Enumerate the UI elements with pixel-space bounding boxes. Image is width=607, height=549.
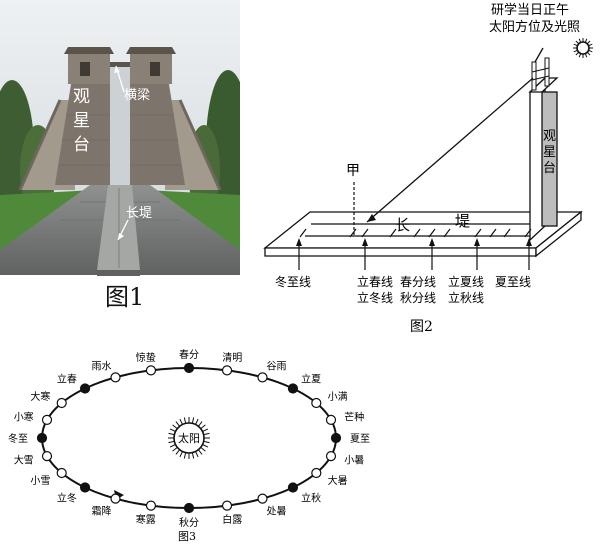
gnomon-diagram: 研学当日正午 太阳方位及光照 观 星 台 甲 长 堤	[263, 2, 593, 335]
term-label: 立春	[57, 373, 77, 386]
sun-note-line-2: 太阳方位及光照	[489, 19, 580, 35]
term-marker	[311, 467, 322, 479]
term-label: 清明	[222, 351, 242, 364]
line-label-3-b: 秋分线	[400, 291, 436, 305]
term-label: 立冬	[57, 491, 77, 504]
figure-2-caption: 图2	[410, 319, 433, 335]
term-marker	[56, 397, 67, 409]
dike-slab-side	[535, 210, 582, 258]
term-label: 寒露	[136, 513, 156, 526]
term-label: 谷雨	[267, 360, 287, 372]
tower-label-2-char-3: 台	[543, 161, 556, 176]
term-marker	[79, 482, 91, 493]
term-label: 大寒	[30, 390, 50, 403]
term-label: 惊蛰	[136, 351, 156, 364]
term-marker	[56, 467, 67, 479]
line-label-2-b: 立冬线	[357, 290, 393, 305]
figure-3: 太阳 春分 惊蛰雨水立春大寒小寒冬至大雪小雪立冬霜降寒露 秋分 白露 处暑 立秋大暑 小暑 夏…	[0, 340, 400, 545]
term-label: 大暑	[328, 474, 348, 487]
jia-label: 甲	[346, 163, 360, 179]
tower-front	[541, 91, 558, 227]
term-marker	[325, 414, 337, 425]
line-label-3: 春分线	[400, 275, 436, 289]
term-marker	[287, 383, 299, 394]
term-label: 夏至	[350, 433, 370, 445]
term-label: 立夏	[301, 373, 321, 386]
term-marker	[79, 383, 91, 394]
beam	[110, 62, 130, 67]
dike-label-2: 堤	[455, 212, 470, 230]
term-marker	[145, 500, 157, 511]
term-label: 小寒	[14, 410, 34, 423]
sun-icon	[168, 417, 210, 459]
term-label: 芒种	[344, 410, 364, 423]
figure-3-caption: 图3	[178, 530, 196, 543]
tower-label-2-char-1: 观	[543, 129, 556, 144]
term-marker	[183, 362, 195, 374]
term-marker	[330, 432, 342, 444]
term-label: 霜降	[92, 505, 112, 518]
term-label: 春分	[179, 349, 199, 361]
term-marker	[110, 493, 121, 504]
term-marker	[145, 365, 157, 376]
line-label-4: 立夏线	[448, 274, 484, 289]
term-label: 冬至	[8, 432, 28, 445]
term-marker	[257, 372, 268, 383]
term-marker	[325, 451, 337, 462]
term-marker	[221, 365, 233, 376]
term-marker	[287, 482, 299, 493]
observatory-photo: 观 星 台 横梁 长堤 图1	[0, 0, 250, 311]
term-label: 白露	[222, 513, 242, 526]
tower-label-2-char-2: 星	[543, 145, 556, 160]
term-label: 秋分	[179, 516, 199, 529]
line-label-1: 冬至线	[275, 274, 311, 289]
term-label: 雨水	[92, 360, 112, 372]
beam-label: 横梁	[124, 88, 150, 103]
sun-label: 太阳	[178, 432, 200, 445]
term-label: 小暑	[344, 455, 364, 467]
term-label: 立秋	[301, 491, 321, 504]
sun-ray-short	[534, 47, 544, 63]
term-marker	[257, 493, 268, 504]
term-marker	[36, 432, 48, 444]
dike-label: 长堤	[126, 206, 152, 221]
figure-1-caption: 图1	[105, 283, 144, 311]
figure-2: 研学当日正午 太阳方位及光照 观 星 台 甲 长 堤	[245, 0, 607, 340]
slot	[110, 67, 130, 187]
term-marker	[41, 414, 53, 425]
line-label-2: 立春线	[357, 274, 393, 289]
line-label-5: 夏至线	[495, 275, 531, 289]
term-label: 小雪	[30, 475, 50, 487]
figure-1: 观 星 台 横梁 长堤 图1	[0, 0, 250, 315]
sun-icon	[573, 38, 593, 58]
term-marker	[311, 397, 322, 409]
term-marker	[221, 500, 233, 511]
term-label: 处暑	[267, 506, 287, 518]
term-marker	[183, 502, 195, 514]
term-marker	[110, 372, 121, 383]
tower-label-char-2: 星	[73, 111, 90, 131]
tower-label-char-3: 台	[73, 135, 90, 155]
term-label: 大雪	[14, 454, 34, 467]
dike-slab-front	[264, 247, 537, 257]
term-marker	[41, 451, 53, 462]
sun-ray-shadow	[366, 77, 534, 223]
term-label: 小满	[328, 391, 348, 403]
dike-label-1: 长	[395, 216, 410, 234]
tower-label-char-1: 观	[73, 87, 90, 107]
sun-note-line-1: 研学当日正午	[491, 2, 569, 18]
line-label-4-b: 立秋线	[448, 290, 484, 305]
